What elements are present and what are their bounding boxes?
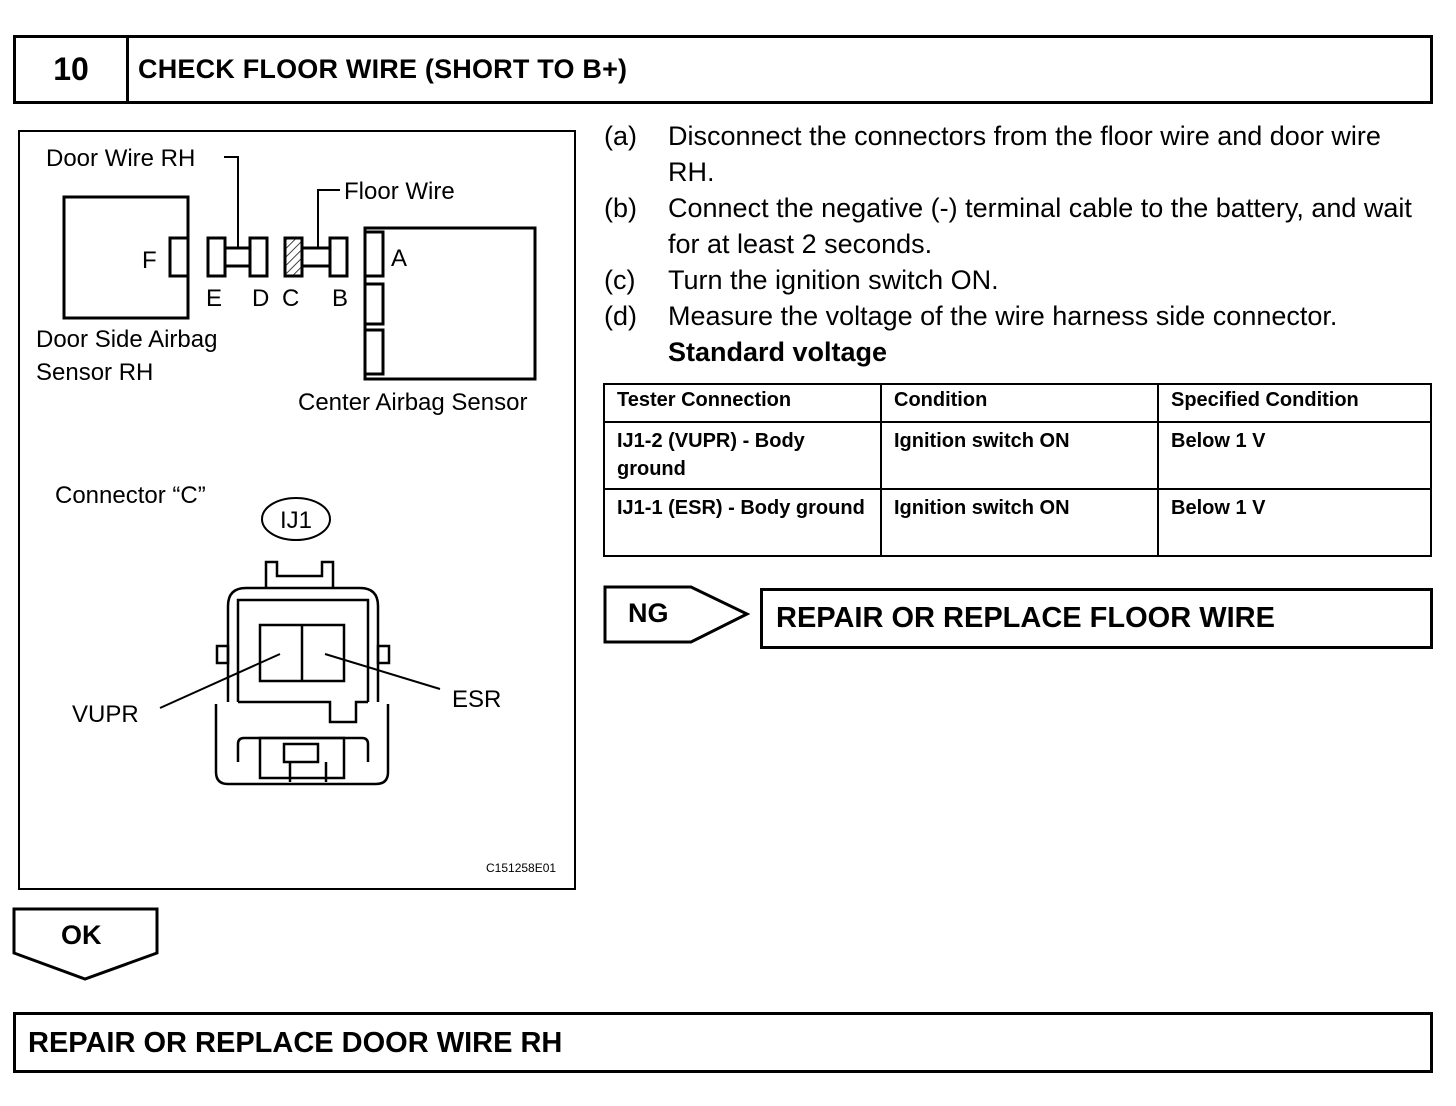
instruction-letter: (b)	[604, 193, 637, 223]
ng-arrow	[603, 585, 751, 644]
step-header: 10 CHECK FLOOR WIRE (SHORT TO B+)	[13, 35, 1433, 104]
vupr-leader	[159, 653, 281, 709]
table-header: Tester Connection	[603, 383, 882, 423]
ok-arrow	[12, 907, 159, 981]
ng-result-box: REPAIR OR REPLACE FLOOR WIRE	[760, 588, 1433, 649]
connector-f	[168, 236, 190, 278]
table-cell: IJ1-1 (ESR) - Body ground	[603, 488, 882, 557]
instruction-letter: (a)	[604, 121, 637, 151]
table-cell: IJ1-2 (VUPR) - Body ground	[603, 421, 882, 490]
connector-d	[248, 236, 269, 278]
instruction-d: (d) Measure the voltage of the wire harn…	[604, 298, 1434, 334]
spec-table: Tester Connection Condition Specified Co…	[603, 383, 1432, 557]
connector-c-drawing	[214, 560, 391, 786]
table-header-row: Tester Connection Condition Specified Co…	[603, 383, 1432, 423]
floor-wire-leader	[317, 189, 340, 248]
label-ij1: IJ1	[280, 507, 312, 534]
label-door-sensor-2: Sensor RH	[36, 359, 153, 386]
label-connector-c: Connector “C”	[55, 482, 206, 509]
instruction-letter: (c)	[604, 265, 636, 295]
ok-label: OK	[61, 920, 102, 950]
esr-leader	[324, 653, 441, 690]
instruction-text: Measure the voltage of the wire harness …	[668, 301, 1338, 331]
label-b: B	[332, 285, 348, 312]
instruction-text: Disconnect the connectors from the floor…	[668, 121, 1381, 187]
step-title: CHECK FLOOR WIRE (SHORT TO B+)	[138, 54, 628, 84]
label-esr: ESR	[452, 686, 501, 713]
diagram-svg: Door Wire RH Floor Wire F E D C B A Door…	[36, 145, 556, 875]
connector-a-2	[363, 282, 385, 326]
table-header: Condition	[880, 383, 1159, 423]
label-e: E	[206, 285, 222, 312]
table-row: IJ1-2 (VUPR) - Body ground Ignition swit…	[603, 421, 1432, 490]
step-number: 10	[16, 38, 129, 101]
label-d: D	[252, 285, 269, 312]
table-cell: Below 1 V	[1157, 421, 1432, 490]
ng-label: NG	[628, 598, 669, 628]
label-door-sensor-1: Door Side Airbag	[36, 326, 217, 353]
label-vupr: VUPR	[72, 701, 139, 728]
figure-id: C151258E01	[486, 861, 556, 875]
ok-result-box: REPAIR OR REPLACE DOOR WIRE RH	[13, 1012, 1433, 1073]
instruction-b: (b) Connect the negative (-) terminal ca…	[604, 190, 1434, 262]
standard-voltage-label: Standard voltage	[668, 337, 888, 367]
ng-result-text: REPAIR OR REPLACE FLOOR WIRE	[776, 602, 1275, 634]
label-c: C	[282, 285, 299, 312]
label-center-sensor: Center Airbag Sensor	[298, 389, 527, 416]
table-cell: Ignition switch ON	[880, 488, 1159, 557]
instruction-text: Turn the ignition switch ON.	[668, 265, 999, 295]
instruction-list: (a) Disconnect the connectors from the f…	[604, 118, 1434, 370]
connector-b	[328, 236, 349, 278]
label-door-wire-rh: Door Wire RH	[46, 145, 195, 172]
instruction-letter: (d)	[604, 301, 637, 331]
connector-a-1	[363, 230, 385, 278]
label-floor-wire: Floor Wire	[344, 178, 455, 205]
connector-a-3	[363, 328, 385, 376]
instruction-c: (c) Turn the ignition switch ON.	[604, 262, 1434, 298]
instruction-a: (a) Disconnect the connectors from the f…	[604, 118, 1434, 190]
table-row: IJ1-1 (ESR) - Body ground Ignition switc…	[603, 488, 1432, 557]
connector-c	[283, 236, 304, 278]
ok-result-text: REPAIR OR REPLACE DOOR WIRE RH	[28, 1027, 563, 1059]
table-cell: Below 1 V	[1157, 488, 1432, 557]
label-f: F	[142, 247, 157, 274]
door-wire-leader	[224, 156, 239, 248]
instruction-text: Connect the negative (-) terminal cable …	[668, 193, 1412, 259]
wiring-diagram: Door Wire RH Floor Wire F E D C B A Door…	[18, 130, 576, 890]
table-header: Specified Condition	[1157, 383, 1432, 423]
label-a: A	[391, 245, 407, 272]
door-wire-link	[223, 246, 252, 268]
floor-wire-link	[300, 246, 332, 268]
connector-e	[206, 236, 227, 278]
table-cell: Ignition switch ON	[880, 421, 1159, 490]
ij1-ellipse	[261, 497, 331, 541]
